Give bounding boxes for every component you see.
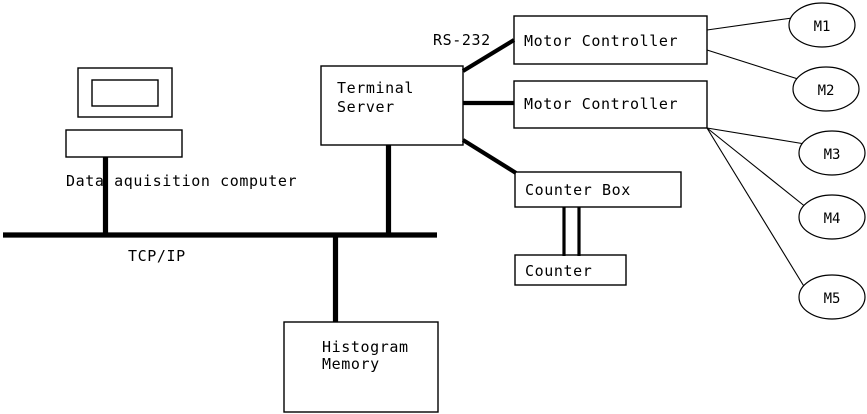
- motor-m5-ellipse: [798, 274, 866, 320]
- motor-m5-label: M5: [824, 291, 841, 307]
- motor-m4-ellipse: [798, 194, 866, 240]
- mc2-to-m5-link: [706, 127, 806, 289]
- terminal-server-label-line1: Terminal: [337, 79, 414, 97]
- rs232-label: RS-232: [433, 31, 491, 49]
- counter-box-label: Counter Box: [525, 181, 631, 199]
- mc2-to-m4-link: [706, 127, 808, 209]
- counter-box: [514, 254, 627, 286]
- motor-m3-ellipse: [798, 130, 866, 176]
- mc1-to-m1-link: [706, 17, 793, 31]
- motor-controller-2-label: Motor Controller: [524, 95, 678, 113]
- motor-m3-label: M3: [824, 147, 841, 163]
- terminal-server-box: [320, 65, 464, 146]
- motor-m1-ellipse: [788, 2, 856, 48]
- mc1-to-m2-link: [706, 49, 799, 80]
- motor-m1-label: M1: [814, 19, 831, 35]
- counter-label: Counter: [525, 262, 592, 280]
- tcpip-bus-label: TCP/IP: [128, 247, 186, 265]
- motor-m4-label: M4: [824, 211, 841, 227]
- computer-monitor-screen: [91, 79, 159, 107]
- histogram-memory-label-line1: Histogram: [322, 338, 409, 356]
- computer-caption-label: Data aquisition computer: [66, 172, 297, 190]
- motor-controller-1-label: Motor Controller: [524, 32, 678, 50]
- motor-m2-label: M2: [818, 83, 835, 99]
- counter-box-box: [514, 171, 682, 208]
- terminal-server-label-line2: Server: [337, 98, 395, 116]
- histogram-memory-label-line2: Memory: [322, 355, 380, 373]
- ts-to-motor-controller-1-link: [461, 38, 516, 73]
- motor-m2-ellipse: [792, 66, 860, 112]
- computer-base: [65, 129, 183, 158]
- motor-controller-1-box: [513, 15, 708, 65]
- histogram-memory-box: [283, 321, 439, 413]
- mc2-to-m3-link: [706, 127, 806, 145]
- ts-to-counter-box-link: [461, 138, 518, 175]
